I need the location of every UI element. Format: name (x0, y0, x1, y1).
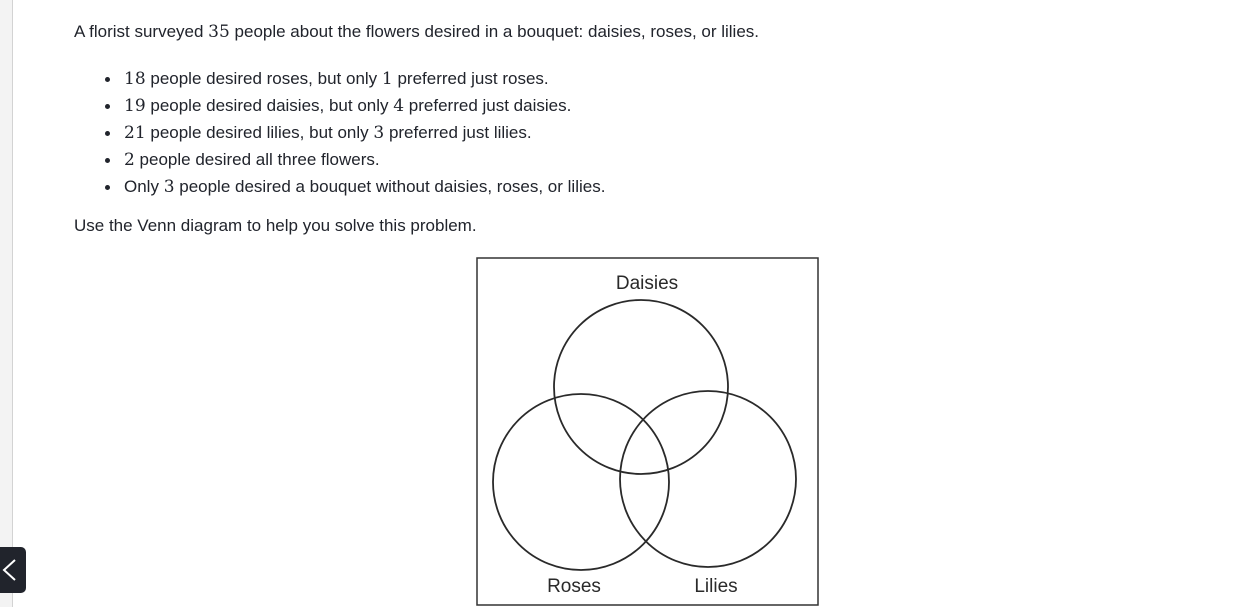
venn-diagram: Daisies Roses Lilies (476, 257, 819, 606)
fact-number: 4 (393, 96, 405, 116)
fact-item-daisies: 19 people desired daisies, but only 4 pr… (104, 92, 605, 119)
fact-text: people desired all three flowers. (134, 150, 380, 169)
problem-intro: A florist surveyed 35 people about the f… (74, 21, 759, 43)
daisies-label: Daisies (616, 273, 678, 294)
lilies-label: Lilies (694, 576, 737, 597)
daisies-circle (553, 299, 729, 475)
fact-item-roses: 18 people desired roses, but only 1 pref… (104, 65, 605, 92)
fact-text: people desired a bouquet without daisies… (174, 177, 606, 196)
fact-number: 19 (124, 96, 146, 116)
fact-number: 21 (124, 123, 146, 143)
facts-list: 18 people desired roses, but only 1 pref… (74, 65, 605, 200)
roses-label: Roses (547, 576, 601, 597)
fact-number: 2 (124, 150, 135, 170)
venn-frame (476, 257, 819, 606)
left-sidebar-strip (0, 0, 13, 607)
fact-number: 1 (381, 69, 393, 89)
fact-text: Only (124, 177, 164, 196)
fact-item-lilies: 21 people desired lilies, but only 3 pre… (104, 119, 605, 146)
fact-number: 3 (373, 123, 385, 143)
fact-item-all-three: 2 people desired all three flowers. (104, 146, 605, 173)
fact-text: preferred just daisies. (404, 96, 572, 115)
roses-circle (492, 393, 670, 571)
intro-text-before: A florist surveyed (74, 22, 209, 41)
fact-text: people desired roses, but only (145, 69, 382, 88)
survey-total: 35 (208, 22, 230, 42)
fact-number: 3 (163, 177, 175, 197)
fact-text: preferred just roses. (392, 69, 549, 88)
lilies-circle (619, 390, 797, 568)
fact-text: preferred just lilies. (384, 123, 532, 142)
fact-item-none: Only 3 people desired a bouquet without … (104, 173, 606, 200)
chevron-left-icon (2, 559, 16, 581)
fact-number: 18 (124, 69, 146, 89)
intro-text-after: people about the flowers desired in a bo… (229, 22, 760, 41)
instruction-text: Use the Venn diagram to help you solve t… (74, 216, 477, 235)
fact-text: people desired lilies, but only (145, 123, 374, 142)
fact-text: people desired daisies, but only (145, 96, 394, 115)
collapse-sidebar-button[interactable] (0, 547, 26, 593)
